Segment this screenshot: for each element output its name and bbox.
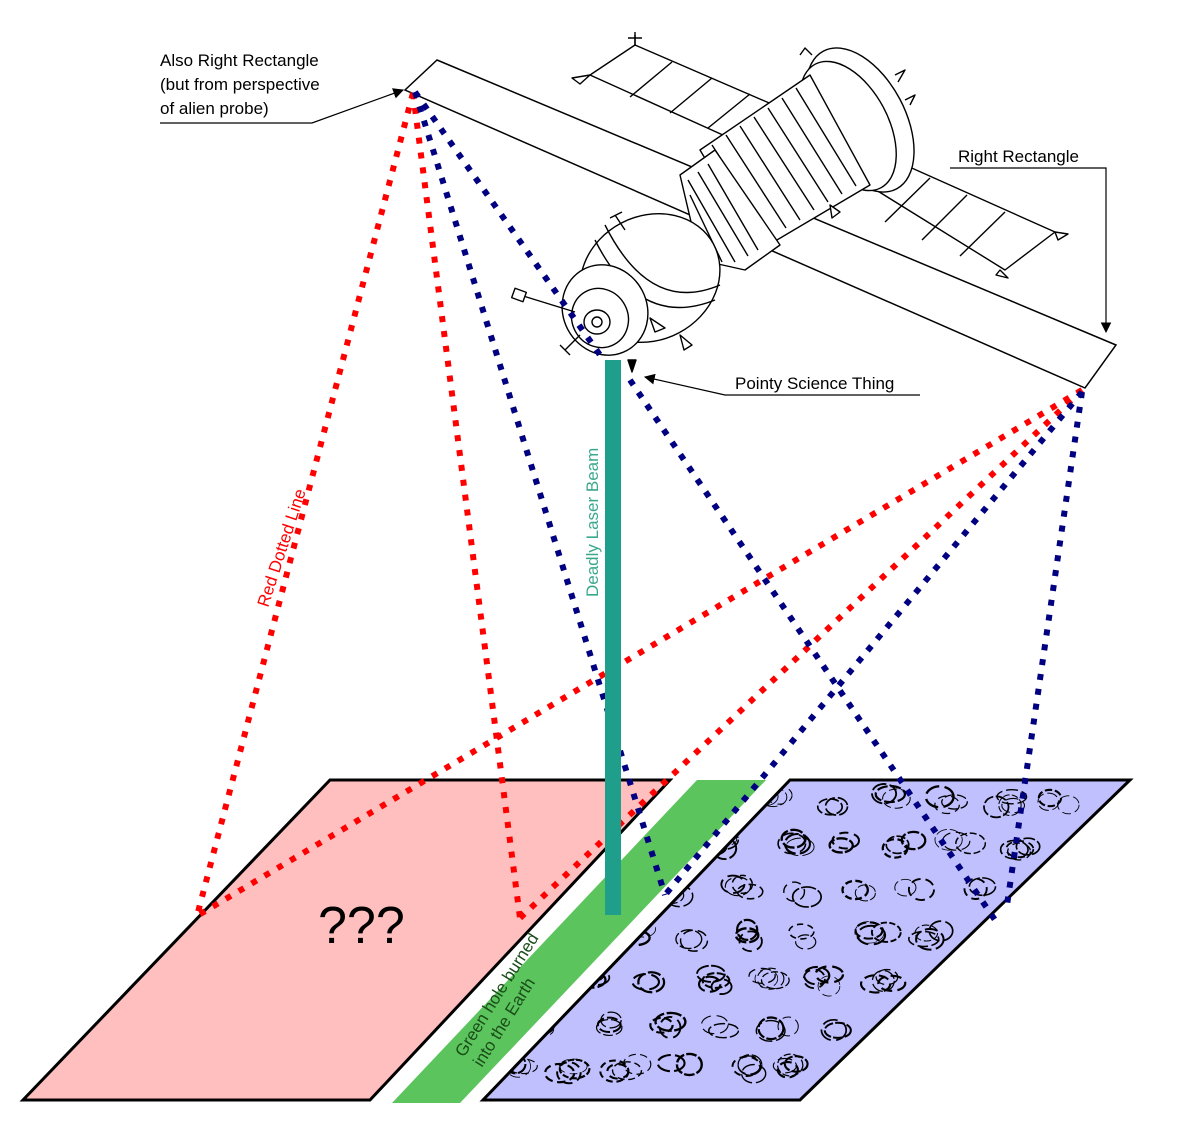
probe-mark — [731, 1054, 767, 1084]
green-hole-strip — [392, 780, 766, 1103]
probe-mark — [720, 874, 764, 900]
blue-dotted-line — [627, 378, 998, 922]
blue-dotted-line — [662, 390, 1085, 897]
probe-mark — [700, 1015, 740, 1039]
right-rectangle-label: Right Rectangle — [958, 147, 1079, 166]
probe-mark — [772, 1053, 809, 1079]
blue-dotted-line — [1004, 391, 1085, 906]
probe-mark — [963, 877, 997, 900]
probe-mark — [631, 971, 666, 994]
satellite-icon — [510, 32, 1069, 373]
probe-mark — [734, 918, 763, 953]
projection-lines — [194, 90, 1085, 922]
also-right-rectangle-label-line3: of alien probe) — [160, 99, 269, 118]
probe-mark — [894, 877, 935, 901]
probe-mark — [983, 789, 1028, 819]
probe-mark — [748, 967, 790, 990]
unknown-region-parallelogram — [19, 778, 674, 1102]
probe-mark — [777, 828, 815, 857]
annotation-leaders — [160, 88, 1112, 396]
probe-mark — [675, 929, 709, 952]
unknown-region-label: ??? — [318, 897, 405, 955]
red-dotted-line — [195, 387, 1084, 919]
red-dotted-line — [410, 92, 523, 919]
probe-mark — [656, 1052, 703, 1077]
probe-mark — [871, 783, 911, 809]
probe-mark — [841, 879, 876, 902]
probe-region-parallelogram — [479, 778, 1134, 1102]
probe-mark — [924, 785, 968, 815]
probe-mark — [783, 881, 822, 908]
probe-mark — [820, 1018, 852, 1042]
also-right-rectangle-label-line2: (but from perspective — [160, 75, 320, 94]
probe-mark — [599, 1053, 652, 1083]
probe-mark — [696, 964, 733, 995]
blue-dotted-line — [412, 91, 668, 896]
probe-mark — [649, 1011, 687, 1039]
pointy-science-thing-label: Pointy Science Thing — [735, 374, 894, 393]
deadly-laser-beam — [605, 360, 621, 915]
deadly-laser-beam-label: Deadly Laser Beam — [583, 448, 602, 597]
probe-mark — [788, 923, 817, 950]
probe-mark — [543, 1058, 591, 1085]
probe-mark — [595, 1011, 623, 1037]
red-dotted-line — [194, 92, 416, 917]
probe-mark — [1037, 788, 1080, 815]
probe-mark — [854, 921, 902, 946]
probe-mark — [881, 830, 927, 859]
probe-mark — [828, 831, 860, 854]
probe-mark — [816, 796, 849, 816]
also-right-rectangle-label-line1: Also Right Rectangle — [160, 51, 319, 70]
probe-mark — [859, 968, 907, 994]
probe-mark — [755, 1016, 799, 1042]
probe-mark — [802, 965, 845, 997]
probe-mark — [908, 920, 954, 951]
